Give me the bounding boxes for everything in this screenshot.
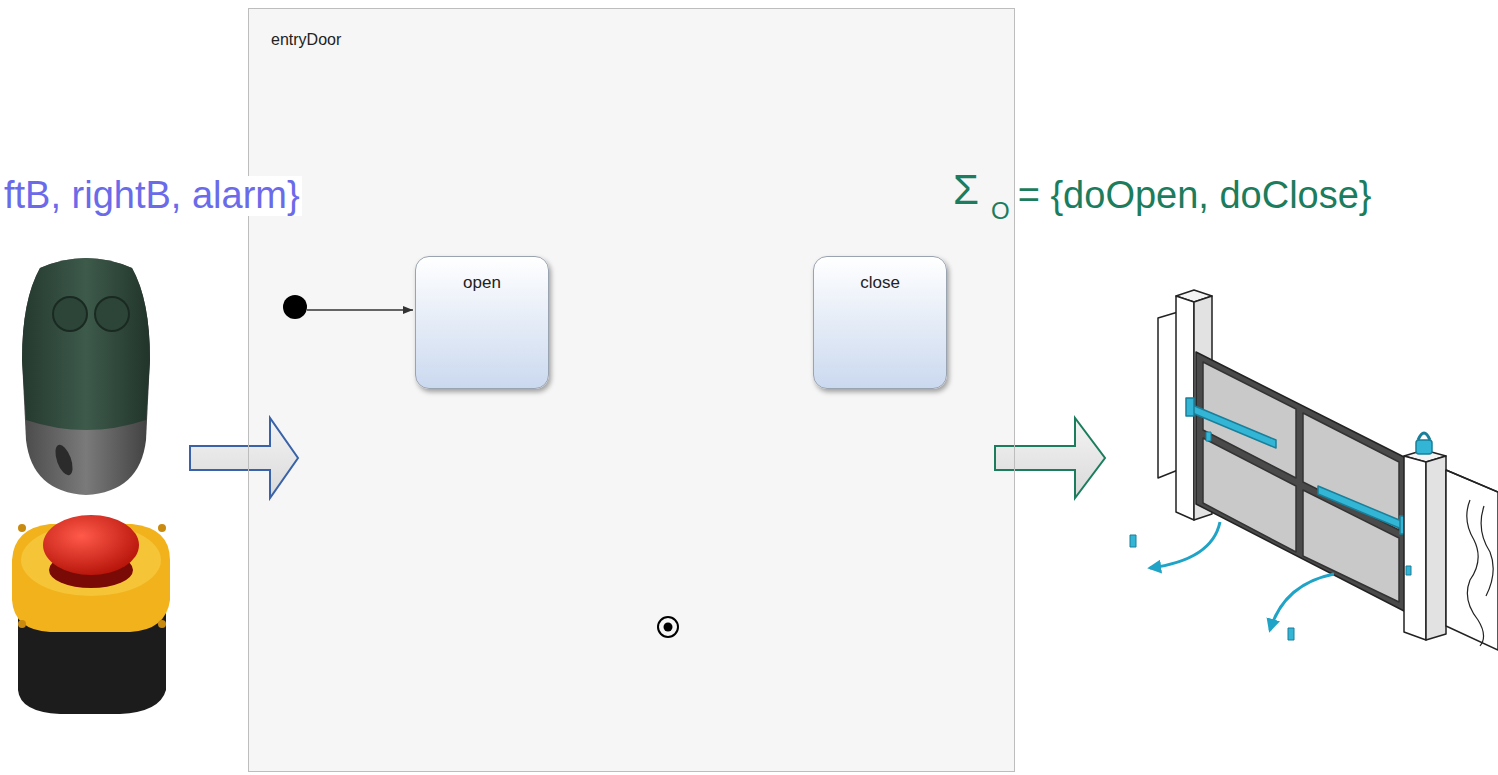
initial-state	[283, 295, 413, 319]
sigma-symbol: Σ	[951, 168, 981, 212]
gate-illustration-part	[1190, 404, 1276, 448]
gate-illustration-part	[1206, 432, 1211, 441]
gate-illustration-part	[1416, 440, 1432, 454]
region-name: entryDoor	[249, 9, 1014, 49]
gate-illustration-part	[1446, 470, 1498, 492]
gate-illustration-part	[1150, 522, 1220, 568]
final-state-part	[664, 623, 673, 632]
emergency-stop-part	[18, 524, 26, 532]
gate-illustration-part	[1130, 535, 1136, 547]
output-arrow	[995, 418, 1105, 498]
emergency-stop	[12, 515, 170, 714]
emergency-stop-part	[158, 524, 166, 532]
remote-control-part	[22, 258, 150, 430]
remote-control-part	[53, 297, 87, 331]
remote-control-part	[52, 443, 76, 478]
gate-illustration-part	[1176, 296, 1194, 520]
gate-illustration-part	[1418, 433, 1430, 440]
remote-control-part	[22, 258, 150, 495]
initial-state-part	[283, 295, 307, 319]
remote-control	[22, 258, 150, 495]
final-state	[658, 617, 678, 637]
state-box: close	[813, 256, 947, 389]
gate-illustration-part	[1406, 566, 1411, 575]
gate-illustration-part	[1288, 628, 1294, 640]
gate-illustration	[1130, 290, 1498, 650]
region-ground	[248, 8, 1015, 772]
sigma-subscript: O	[989, 198, 1012, 223]
gate-illustration-part	[1446, 470, 1498, 650]
gate-illustration-part	[1196, 352, 1406, 612]
emergency-stop-part	[43, 515, 139, 575]
state-region: entryDoor open close	[248, 8, 1015, 772]
emergency-stop-part	[18, 620, 26, 628]
emergency-stop-part	[158, 620, 166, 628]
gate-illustration-part	[1158, 312, 1178, 478]
input-arrow	[190, 418, 298, 498]
state-box: open	[415, 256, 549, 389]
initial-state-part	[307, 309, 413, 311]
final-state-part	[658, 617, 678, 637]
gate-illustration-part	[1481, 506, 1493, 596]
output-alphabet: = {doOpen, doClose}	[1016, 176, 1374, 216]
state-name: close	[814, 257, 946, 293]
remote-control-part	[95, 297, 129, 331]
gate-illustration-part	[1270, 574, 1334, 630]
gate-illustration-part	[1404, 456, 1426, 640]
state-name: open	[416, 257, 548, 293]
gate-illustration-part	[1186, 398, 1194, 416]
input-alphabet: ftB, rightB, alarm}	[2, 176, 302, 216]
gate-illustration-part	[1426, 456, 1446, 640]
gate-illustration-part	[1318, 486, 1404, 530]
